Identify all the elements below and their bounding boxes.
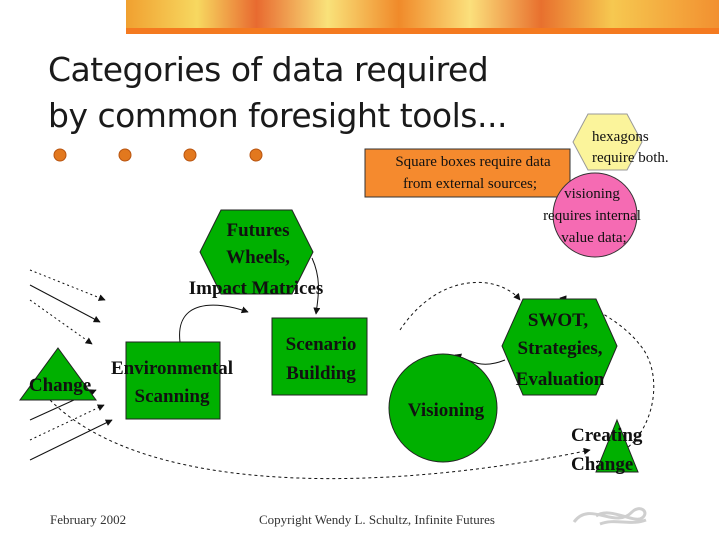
flow-arrows xyxy=(49,257,655,480)
swot-label-line-1: SWOT, xyxy=(528,310,589,331)
scenario-building-box xyxy=(271,317,368,396)
hexagon-note-line-2: require both. xyxy=(592,150,669,166)
bullet-row xyxy=(53,148,263,162)
change-triangle xyxy=(19,347,97,401)
scenario-label-line-2: Building xyxy=(286,363,356,384)
square-note-line-1: Square boxes require data xyxy=(395,154,551,170)
futures-label-line-3: Impact Matrices xyxy=(189,278,324,299)
swot-hexagon xyxy=(501,298,618,396)
change-label: Change xyxy=(29,375,91,396)
env-label-line-2: Scanning xyxy=(135,386,210,407)
square-note-line-2: from external sources; xyxy=(403,176,537,192)
env-label-line-1: Environmental xyxy=(111,358,233,379)
visioning-circle xyxy=(388,353,498,463)
footer-date: February 2002 xyxy=(50,512,127,527)
swot-label-line-2: Strategies, xyxy=(518,338,603,359)
visioning-label: Visioning xyxy=(408,400,485,421)
creating-label-line-1: Creating xyxy=(571,425,643,446)
environmental-scanning-box xyxy=(125,341,221,420)
creating-change-triangle xyxy=(595,418,639,473)
orange-dot-icon xyxy=(249,148,263,162)
orange-dot-icon xyxy=(118,148,132,162)
orange-dot-icon xyxy=(53,148,67,162)
infinite-futures-logo xyxy=(572,507,647,526)
futures-to-scenario-arrow xyxy=(311,257,321,315)
creating-label-line-2: Change xyxy=(571,454,633,475)
hexagon-note-line-1: hexagons xyxy=(592,129,649,145)
visioning-note xyxy=(552,172,638,258)
hexagons-note xyxy=(572,113,643,171)
change-to-creating-arrow xyxy=(49,399,591,480)
creating-loop-arrow xyxy=(559,295,655,463)
futures-label-line-2: Wheels, xyxy=(226,247,290,268)
orange-dot-icon xyxy=(183,148,197,162)
visioning-to-swot-arrow xyxy=(399,282,521,331)
footer-copyright: Copyright Wendy L. Schultz, Infinite Fut… xyxy=(259,512,495,527)
slide-title-line-2: by common foresight tools... xyxy=(48,96,507,135)
slide-title-line-1: Categories of data required xyxy=(48,50,489,89)
circle-note-line-1: visioning xyxy=(564,186,620,202)
futures-label-line-1: Futures xyxy=(227,220,290,241)
env-to-futures-arrow xyxy=(179,304,249,343)
scenario-label-line-1: Scenario xyxy=(286,334,357,355)
swot-label-line-3: Evaluation xyxy=(516,369,605,390)
header-rule xyxy=(126,28,719,34)
circle-note-line-2: requires internal xyxy=(543,208,641,224)
futures-wheels-hexagon xyxy=(199,209,314,295)
header-banner xyxy=(126,0,719,28)
circle-note-line-3: value data; xyxy=(561,230,626,246)
square-boxes-note xyxy=(364,148,571,198)
